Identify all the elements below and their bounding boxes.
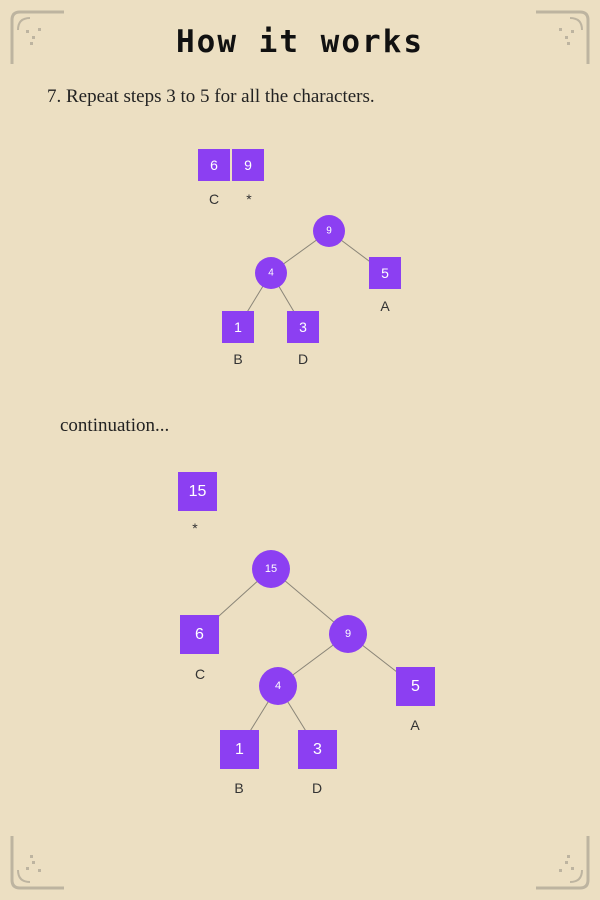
diagram1-tree: 9 4 5 A 1 B 3 D bbox=[222, 215, 401, 367]
corner-ornament-top-left bbox=[10, 10, 66, 66]
corner-ornament-top-right bbox=[534, 10, 590, 66]
queue-node-15-value: 15 bbox=[189, 483, 207, 500]
leaf-node-a-value: 5 bbox=[381, 265, 389, 281]
leaf-node-a2 bbox=[396, 667, 435, 706]
leaf-node-a bbox=[369, 257, 401, 289]
leaf-node-b2 bbox=[220, 730, 259, 769]
leaf-node-b2-value: 1 bbox=[235, 741, 244, 758]
leaf-node-a2-value: 5 bbox=[411, 678, 420, 695]
leaf-label-b2: B bbox=[234, 780, 243, 796]
tree-node-root-15-value: 15 bbox=[265, 563, 277, 575]
queue-label-star-2: * bbox=[192, 520, 198, 536]
leaf-label-c: C bbox=[195, 666, 205, 682]
leaf-node-b bbox=[222, 311, 254, 343]
diagram2-tree: 15 9 4 6 C 5 A 1 B 3 D bbox=[180, 550, 435, 796]
corner-ornament-bottom-left bbox=[10, 834, 66, 890]
leaf-label-d: D bbox=[298, 351, 308, 367]
leaf-node-d-value: 3 bbox=[299, 319, 307, 335]
tree-node-root-15 bbox=[252, 550, 290, 588]
queue-label-c: C bbox=[209, 191, 219, 207]
diagram1-queue: 6 9 C * bbox=[198, 149, 264, 207]
leaf-node-b-value: 1 bbox=[234, 319, 242, 335]
tree-node-root-9 bbox=[313, 215, 345, 247]
diagram2-edges bbox=[198, 568, 416, 750]
leaf-node-c-value: 6 bbox=[195, 626, 204, 643]
queue-node-star-value: 9 bbox=[244, 157, 252, 173]
leaf-label-a: A bbox=[380, 298, 390, 314]
tree-node-root-9-value: 9 bbox=[326, 226, 332, 237]
queue-label-star: * bbox=[246, 191, 252, 207]
diagram2-queue: 15 * bbox=[178, 472, 217, 536]
queue-node-15 bbox=[178, 472, 217, 511]
queue-node-c bbox=[198, 149, 230, 181]
tree-node-4b bbox=[259, 667, 297, 705]
queue-node-star bbox=[232, 149, 264, 181]
tree-node-9-value: 9 bbox=[345, 628, 351, 640]
tree-node-9 bbox=[329, 615, 367, 653]
leaf-label-a2: A bbox=[410, 717, 420, 733]
queue-node-c-value: 6 bbox=[210, 157, 218, 173]
tree-node-4b-value: 4 bbox=[275, 680, 281, 692]
leaf-node-d2-value: 3 bbox=[313, 741, 322, 758]
leaf-node-c bbox=[180, 615, 219, 654]
tree-node-4 bbox=[255, 257, 287, 289]
leaf-node-d bbox=[287, 311, 319, 343]
page-title: How it works bbox=[176, 24, 424, 60]
step-text: 7. Repeat steps 3 to 5 for all the chara… bbox=[47, 86, 375, 107]
continuation-text: continuation... bbox=[60, 415, 170, 436]
leaf-label-d2: D bbox=[312, 780, 322, 796]
leaf-node-d2 bbox=[298, 730, 337, 769]
tree-node-4-value: 4 bbox=[268, 268, 274, 279]
leaf-label-b: B bbox=[233, 351, 242, 367]
corner-ornament-bottom-right bbox=[534, 834, 590, 890]
